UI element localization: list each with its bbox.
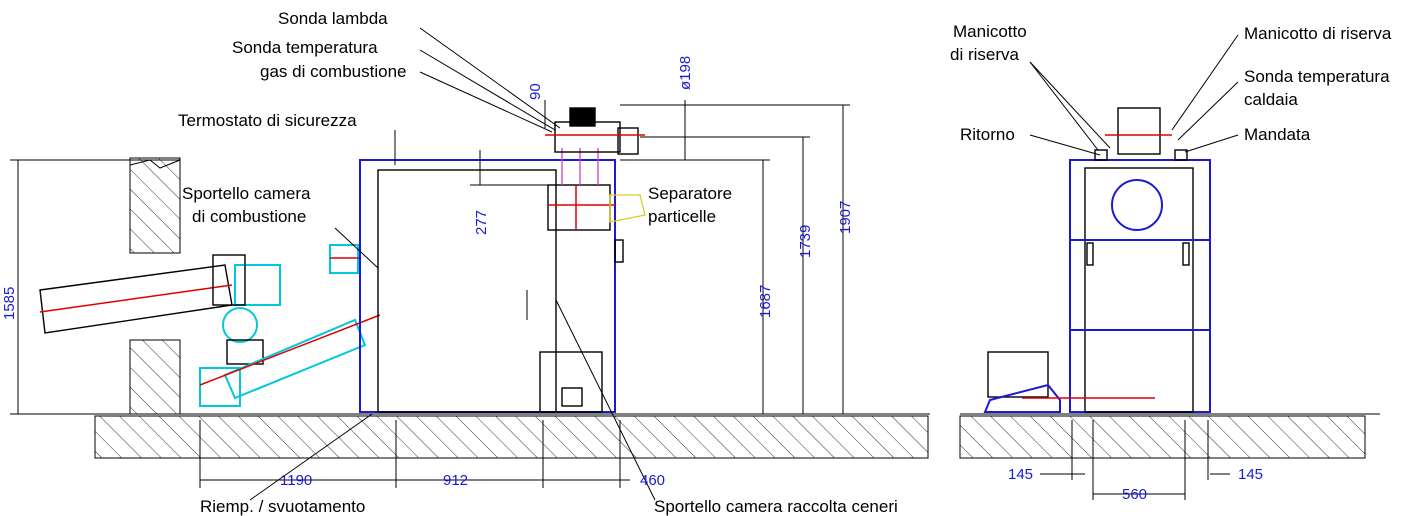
text-labels: Sonda lambda Sonda temperatura gas di co… [178, 9, 1392, 516]
dim-277: 277 [473, 210, 490, 235]
label-sportello-camera-2: di combustione [192, 207, 306, 226]
dim-912: 912 [443, 472, 468, 489]
label-sonda-caldaia-1: Sonda temperatura [1244, 67, 1390, 86]
label-sonda-lambda: Sonda lambda [278, 9, 388, 28]
boiler-front-view [983, 107, 1211, 413]
feeder-auger [39, 244, 381, 407]
dim-1739: 1739 [797, 225, 814, 258]
dim-560: 560 [1122, 486, 1147, 503]
label-sonda-temp-gas-2: gas di combustione [260, 62, 406, 81]
boiler-side-view [359, 107, 646, 413]
label-sonda-caldaia-2: caldaia [1244, 90, 1298, 109]
dim-145-left: 145 [1008, 466, 1033, 483]
dim-1190: 1190 [280, 472, 312, 489]
dimension-lines [10, 100, 1230, 500]
dim-90: 90 [527, 83, 544, 100]
dim-1585: 1585 [1, 287, 18, 320]
dim-198: ø198 [677, 56, 694, 90]
dim-1907: 1907 [837, 201, 854, 234]
label-termostato: Termostato di sicurezza [178, 111, 357, 130]
label-manicotto-left-2: di riserva [950, 45, 1020, 64]
floor-right [959, 413, 1380, 459]
label-sportello-camera-1: Sportello camera [182, 184, 311, 203]
label-riemp: Riemp. / svuotamento [200, 497, 365, 516]
leader-lines [249, 27, 1239, 501]
label-separatore-2: particelle [648, 207, 716, 226]
dim-460: 460 [640, 472, 665, 489]
dimension-labels: 1585 90 ø198 277 1687 1739 1907 1190 912… [1, 56, 1263, 503]
label-sonda-temp-gas-1: Sonda temperatura [232, 38, 378, 57]
label-manicotto-left-1: Manicotto [953, 22, 1027, 41]
floor-left [10, 413, 930, 459]
label-sportello-ceneri: Sportello camera raccolta ceneri [654, 497, 898, 516]
dim-145-right: 145 [1238, 466, 1263, 483]
label-ritorno: Ritorno [960, 125, 1015, 144]
label-manicotto-right: Manicotto di riserva [1244, 24, 1392, 43]
wall [129, 157, 181, 415]
label-mandata: Mandata [1244, 125, 1311, 144]
dim-1687: 1687 [757, 285, 774, 318]
label-separatore-1: Separatore [648, 184, 732, 203]
